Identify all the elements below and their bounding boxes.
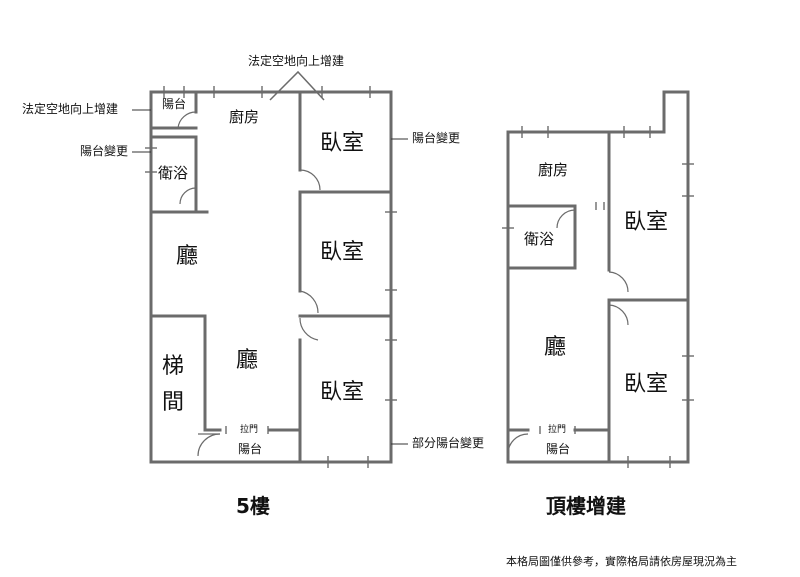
floor5-stairwell-label: 梯 間 — [162, 356, 184, 414]
floor5-walls — [149, 90, 393, 464]
floor5-balcony-top-label: 陽台 — [162, 97, 187, 111]
rooftop-windows — [502, 126, 694, 468]
floor5-kitchen-label: 廚房 — [229, 108, 260, 126]
floor5-sliding-door-label: 拉門 — [240, 425, 259, 435]
partial-balcony-change-note: 部分陽台變更 — [412, 436, 485, 450]
floor5-balcony-bottom-label: 陽台 — [238, 442, 263, 456]
rooftop-living-label: 廳 — [544, 335, 567, 360]
rooftop-bedroom-2-label: 臥室 — [624, 372, 669, 397]
floor5-stair-char1: 梯 — [162, 354, 185, 379]
floor5-bath-label: 衛浴 — [158, 164, 189, 182]
disclaimer: 本格局圖僅供參考，實際格局請依房屋現況為主 — [506, 555, 737, 568]
left-extension-note: 法定空地向上增建 — [22, 102, 119, 116]
rooftop-sliding-door-label: 拉門 — [548, 425, 567, 435]
leader-lines — [132, 109, 408, 445]
floor5-living-upper-label: 廳 — [176, 244, 199, 269]
rooftop-kitchen-label: 廚房 — [538, 161, 569, 179]
floor5-stair-char2: 間 — [162, 390, 185, 415]
rooftop-walls — [506, 90, 690, 464]
rooftop-bedroom-1-label: 臥室 — [624, 210, 669, 235]
floor5-bedroom-2-label: 臥室 — [320, 240, 365, 265]
top-extension-note: 法定空地向上增建 — [248, 54, 345, 68]
floor5-extension-marker — [269, 70, 325, 101]
floor5-caption: 5樓 — [236, 494, 270, 518]
floor5-bedroom-1-label: 臥室 — [320, 131, 365, 156]
rooftop-bath-label: 衛浴 — [524, 230, 555, 248]
left-balcony-change-note: 陽台變更 — [80, 144, 129, 158]
floor5-bedroom-3-label: 臥室 — [320, 380, 365, 405]
floor5-windows — [145, 86, 397, 468]
floor5-doors — [177, 111, 321, 457]
right-balcony-change-note: 陽台變更 — [412, 131, 461, 145]
floor5-living-lower-label: 廳 — [236, 348, 259, 373]
rooftop-caption: 頂樓增建 — [546, 494, 626, 518]
rooftop-balcony-label: 陽台 — [546, 442, 571, 456]
rooftop-doors — [507, 209, 629, 455]
